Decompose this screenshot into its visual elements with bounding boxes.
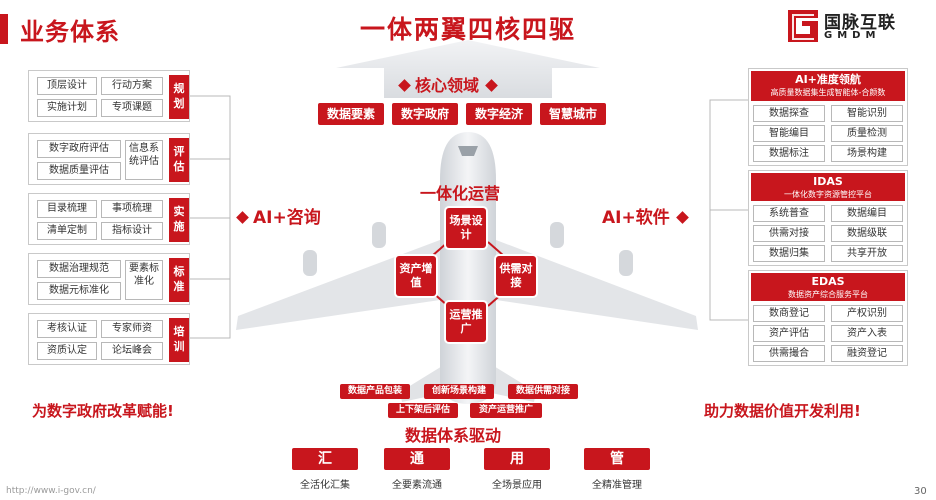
block-tag: 标准 — [169, 258, 189, 302]
list-item[interactable]: 数据归集 — [753, 245, 825, 262]
list-item[interactable]: 智能识别 — [831, 105, 903, 122]
block-header: AI+准度领航 高质量数据集生成智能体-合颜数 — [751, 71, 905, 101]
block-tag: 评估 — [169, 138, 189, 182]
block-header: EDAS 数据资产综合服务平台 — [751, 273, 905, 301]
list-item[interactable]: 行动方案 — [101, 77, 163, 95]
left-block-standards: 数据治理规范 数据元标准化 要素标准化 标准 — [28, 253, 190, 305]
logo-name: 国脉互联 — [824, 13, 896, 33]
driver-item[interactable]: 数据供需对接 — [508, 384, 578, 399]
list-item[interactable]: 事项梳理 — [101, 200, 163, 218]
hub-supply-demand[interactable]: 供需对接 — [496, 256, 536, 296]
page-title: 业务体系 — [20, 18, 120, 46]
list-item[interactable]: 数据编目 — [831, 205, 903, 222]
list-item[interactable]: 顶层设计 — [37, 77, 97, 95]
logo-subtitle: GMDM — [824, 30, 881, 41]
right-connector-lines — [709, 99, 748, 321]
driver-item[interactable]: 数据产品包装 — [340, 384, 410, 399]
ops-label: 一体化运营 — [420, 184, 501, 203]
driver-item[interactable]: 资产运营推广 — [470, 403, 542, 418]
pillar-subtitle: 全精准管理 — [592, 480, 642, 491]
pillar-subtitle: 全场景应用 — [492, 480, 542, 491]
driver-item[interactable]: 上下架后评估 — [388, 403, 458, 418]
right-wing-label: AI+软件 — [602, 203, 689, 228]
list-item[interactable]: 清单定制 — [37, 222, 97, 240]
list-item[interactable]: 要素标准化 — [125, 260, 163, 300]
block-tag: 培训 — [169, 318, 189, 362]
left-slogan: 为数字政府改革赋能! — [32, 402, 174, 420]
list-item[interactable]: 数据治理规范 — [37, 260, 121, 278]
right-wing-shape — [496, 240, 698, 330]
list-item[interactable]: 共享开放 — [831, 245, 903, 262]
left-block-evaluation: 数字政府评估 数据质量评估 信息系统评估 评估 — [28, 133, 190, 185]
left-block-training: 考核认证 专家师资 资质认定 论坛峰会 培训 — [28, 313, 190, 365]
list-item[interactable]: 数据探查 — [753, 105, 825, 122]
list-item[interactable]: 数据元标准化 — [37, 282, 121, 300]
list-item[interactable]: 数据标注 — [753, 145, 825, 162]
list-item[interactable]: 专项课题 — [101, 99, 163, 117]
core-domain-label: 核心领域 — [398, 72, 498, 96]
pillar-connect[interactable]: 通 — [384, 448, 450, 470]
domain-digital-economy[interactable]: 数字经济 — [466, 103, 532, 125]
main-title: 一体两翼四核四驱 — [359, 15, 576, 44]
title-accent-bar — [0, 14, 8, 44]
list-item[interactable]: 供需撮合 — [753, 345, 825, 362]
domain-digital-government[interactable]: 数字政府 — [392, 103, 458, 125]
list-item[interactable]: 实施计划 — [37, 99, 97, 117]
list-item[interactable]: 数字政府评估 — [37, 140, 121, 158]
list-item[interactable]: 专家师资 — [101, 320, 163, 338]
list-item[interactable]: 资质认定 — [37, 342, 97, 360]
list-item[interactable]: 场景构建 — [831, 145, 903, 162]
left-wing-shape — [236, 240, 440, 330]
hub-asset-appreciation[interactable]: 资产增值 — [396, 256, 436, 296]
block-tag: 实施 — [169, 198, 189, 242]
pillar-subtitle: 全要素流通 — [392, 480, 442, 491]
gmdm-logo-icon — [788, 10, 818, 42]
page-number: 30 — [914, 486, 927, 497]
list-item[interactable]: 资产评估 — [753, 325, 825, 342]
domain-smart-city[interactable]: 智慧城市 — [540, 103, 606, 125]
left-wing-label: AI+咨询 — [236, 203, 321, 228]
left-block-planning: 顶层设计 行动方案 实施计划 专项课题 规划 — [28, 70, 190, 122]
list-item[interactable]: 信息系统评估 — [125, 140, 163, 180]
hub-operation-promotion[interactable]: 运营推广 — [446, 302, 486, 342]
right-block-edas: EDAS 数据资产综合服务平台 数商登记 产权识别 资产评估 资产入表 供需撮合… — [748, 270, 908, 366]
driver-item[interactable]: 创新场景构建 — [424, 384, 494, 399]
drivers-title: 数据体系驱动 — [405, 426, 502, 445]
pillar-manage[interactable]: 管 — [584, 448, 650, 470]
left-block-implementation: 目录梳理 事项梳理 清单定制 指标设计 实施 — [28, 193, 190, 245]
list-item[interactable]: 数据质量评估 — [37, 162, 121, 180]
left-connector-lines — [190, 95, 231, 339]
right-slogan: 助力数据价值开发利用! — [704, 402, 861, 420]
list-item[interactable]: 产权识别 — [831, 305, 903, 322]
block-tag: 规划 — [169, 75, 189, 119]
right-block-idas: IDAS 一体化数字资源管控平台 系统普查 数据编目 供需对接 数据级联 数据归… — [748, 170, 908, 266]
diamond-icon — [485, 79, 498, 92]
pillar-gather[interactable]: 汇 — [292, 448, 358, 470]
list-item[interactable]: 系统普查 — [753, 205, 825, 222]
pillar-use[interactable]: 用 — [484, 448, 550, 470]
block-header: IDAS 一体化数字资源管控平台 — [751, 173, 905, 201]
fuselage-shape — [440, 132, 496, 404]
list-item[interactable]: 论坛峰会 — [101, 342, 163, 360]
pillar-subtitle: 全活化汇集 — [300, 480, 350, 491]
list-item[interactable]: 资产入表 — [831, 325, 903, 342]
list-item[interactable]: 数商登记 — [753, 305, 825, 322]
footer-url[interactable]: http://www.i-gov.cn/ — [6, 486, 96, 496]
diamond-icon — [675, 210, 689, 224]
list-item[interactable]: 质量检测 — [831, 125, 903, 142]
list-item[interactable]: 数据级联 — [831, 225, 903, 242]
right-block-ai-navigator: AI+准度领航 高质量数据集生成智能体-合颜数 数据探查 智能识别 智能编目 质… — [748, 68, 908, 166]
list-item[interactable]: 智能编目 — [753, 125, 825, 142]
domain-data-elements[interactable]: 数据要素 — [318, 103, 384, 125]
diamond-icon — [236, 210, 249, 224]
list-item[interactable]: 考核认证 — [37, 320, 97, 338]
list-item[interactable]: 供需对接 — [753, 225, 825, 242]
list-item[interactable]: 目录梳理 — [37, 200, 97, 218]
list-item[interactable]: 融资登记 — [831, 345, 903, 362]
hub-scenario-design[interactable]: 场景设计 — [446, 208, 486, 248]
diamond-icon — [398, 79, 411, 92]
list-item[interactable]: 指标设计 — [101, 222, 163, 240]
